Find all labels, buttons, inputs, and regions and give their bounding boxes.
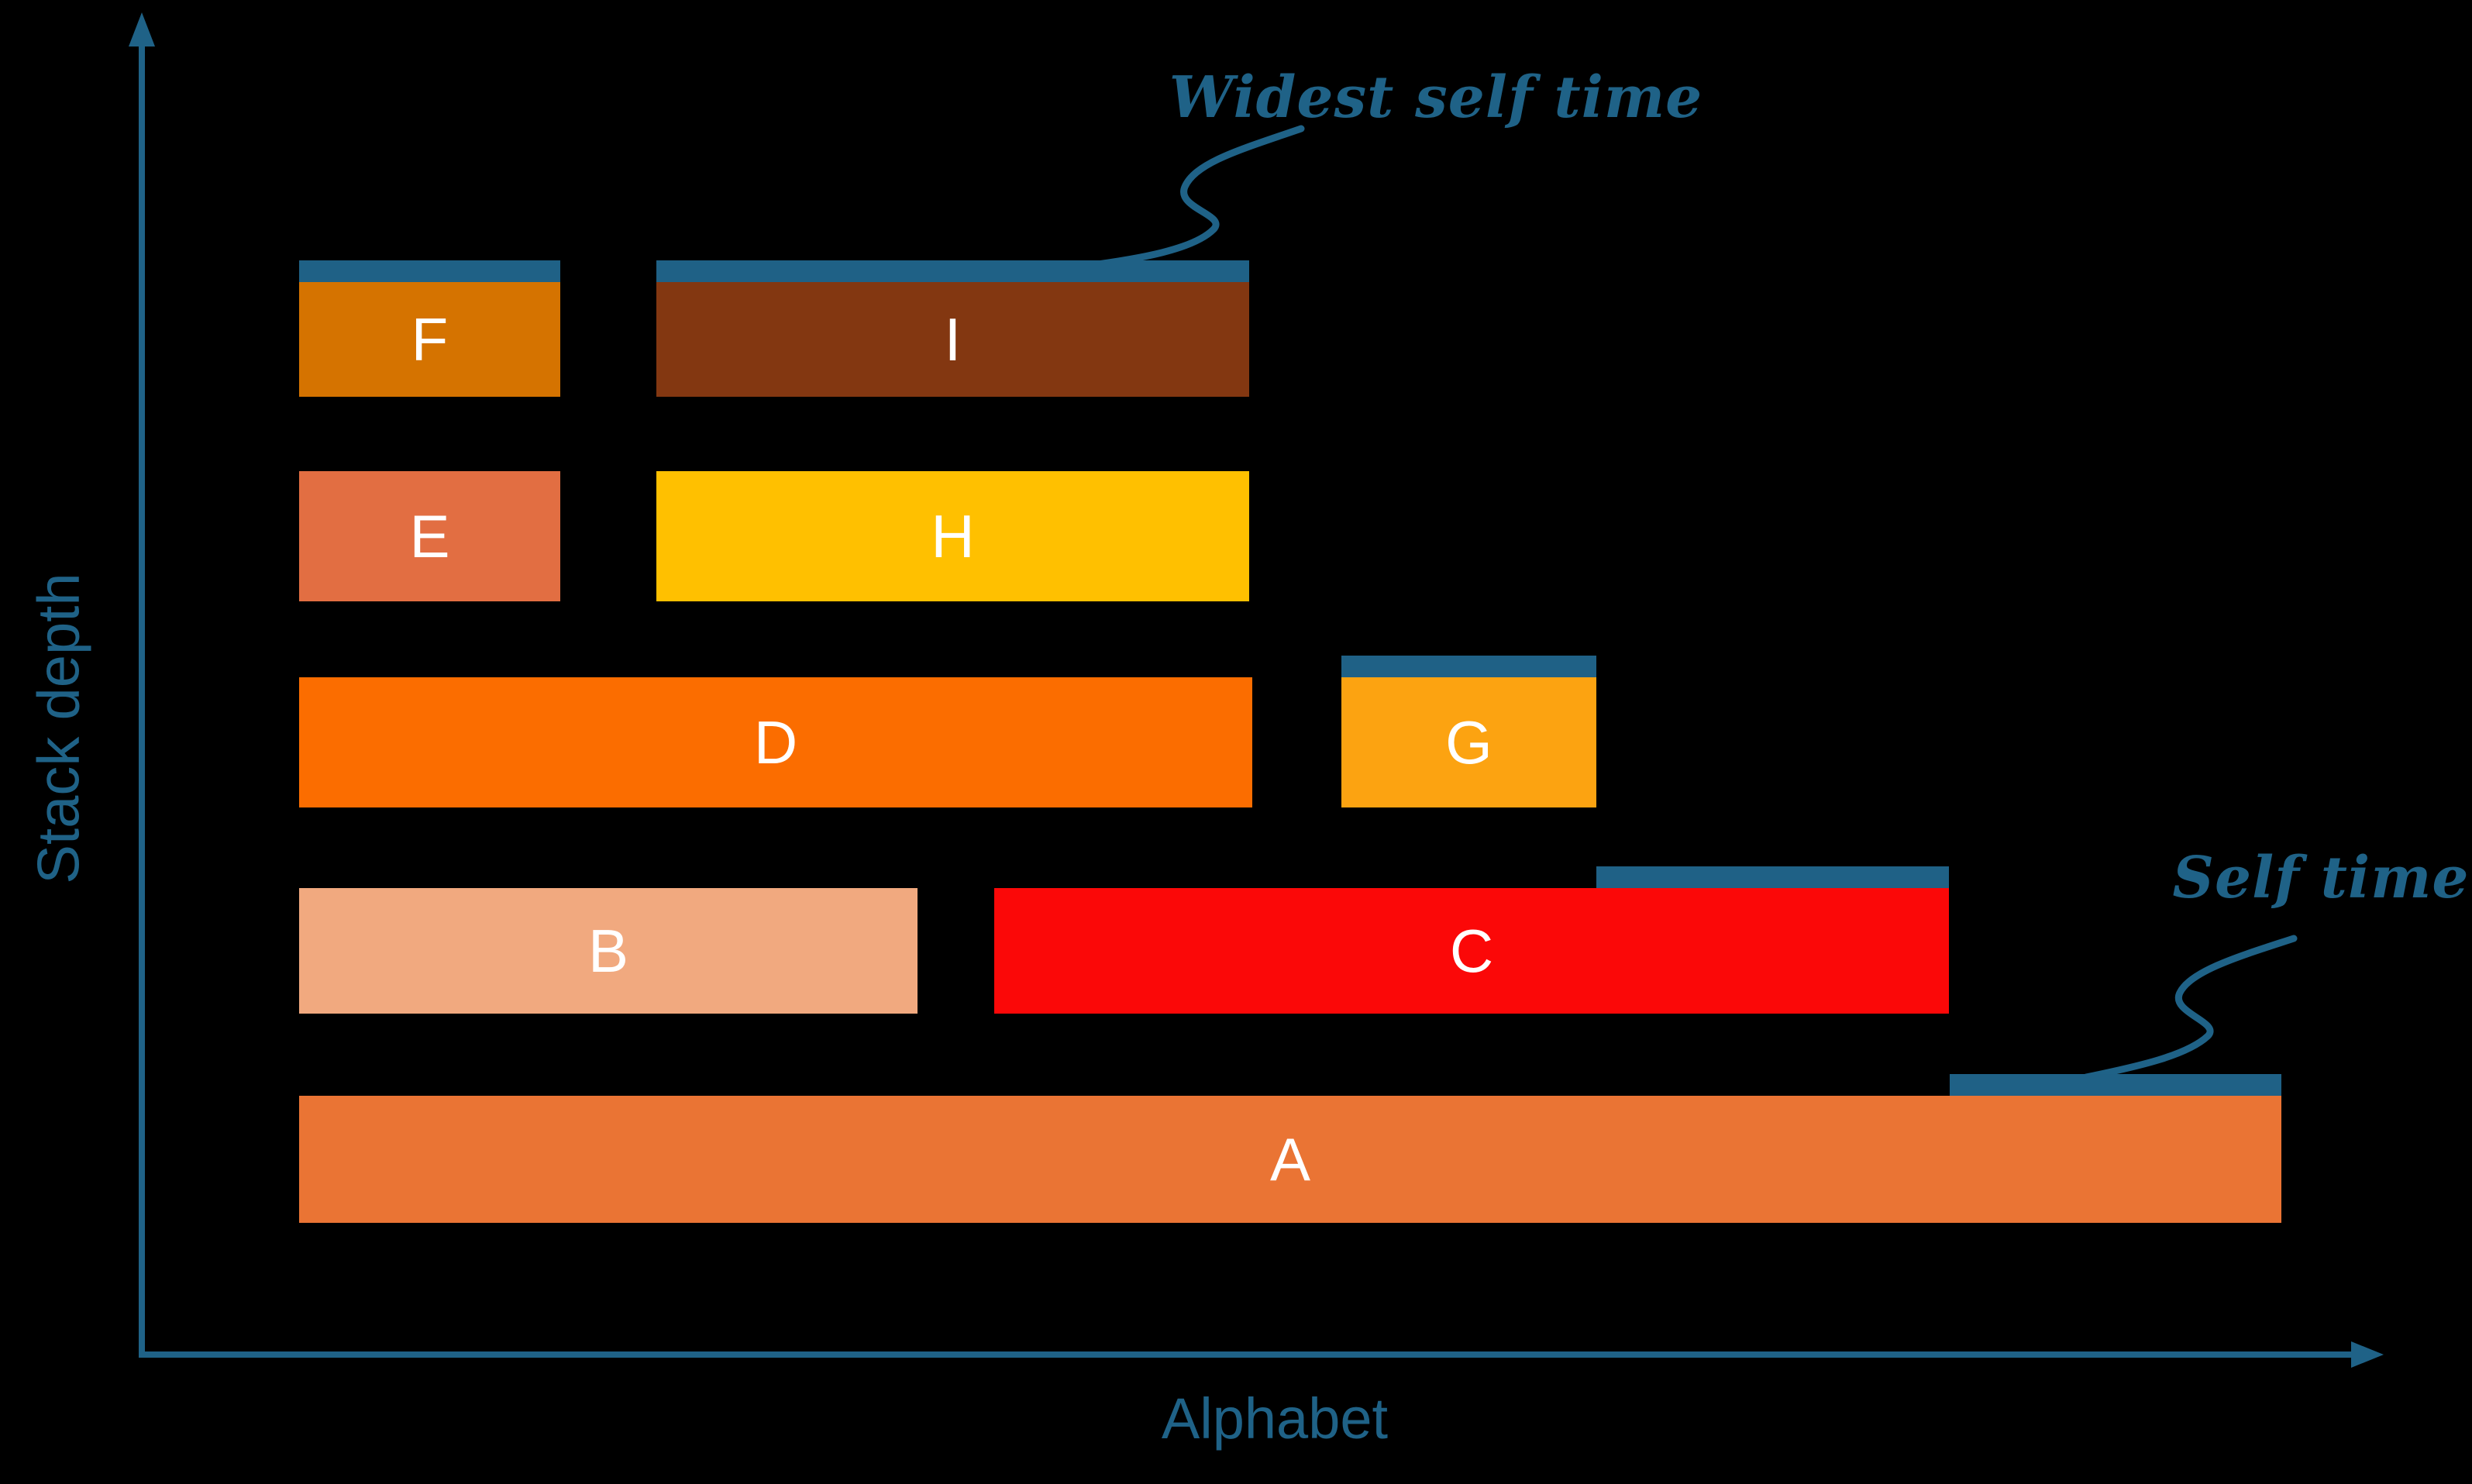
bar-I: I <box>656 282 1249 397</box>
bar-label-I: I <box>944 305 962 374</box>
bar-label-A: A <box>1269 1125 1311 1193</box>
y-axis-label: Stack depth <box>26 573 92 884</box>
bar-label-G: G <box>1445 708 1492 776</box>
widest-self-time-annotation: Widest self time <box>1169 64 1703 131</box>
bar-E: E <box>299 471 560 601</box>
self-time-connector <box>2082 935 2298 1081</box>
self-time-strip-G <box>1341 656 1596 677</box>
bar-label-D: D <box>753 708 798 776</box>
bar-label-E: E <box>409 502 450 570</box>
bar-B: B <box>299 888 918 1014</box>
bar-F: F <box>299 282 560 397</box>
x-axis-arrowhead-icon <box>2351 1341 2384 1368</box>
widest-self-time-connector <box>1083 125 1305 270</box>
bar-label-H: H <box>931 502 975 570</box>
self-time-strip-F <box>299 260 560 282</box>
bar-label-C: C <box>1449 917 1494 985</box>
self-time-strip-C <box>1596 866 1949 888</box>
bar-C: C <box>994 888 1949 1014</box>
bar-label-B: B <box>587 917 629 985</box>
bar-D: D <box>299 677 1252 807</box>
self-time-strip-I <box>656 260 1249 282</box>
bar-G: G <box>1341 677 1596 807</box>
self-time-annotation: Self time <box>2172 845 2470 911</box>
bar-A: A <box>299 1096 2281 1223</box>
bar-H: H <box>656 471 1249 601</box>
self-time-strip-A <box>1950 1074 2281 1096</box>
x-axis-label: Alphabet <box>1161 1386 1389 1451</box>
bar-label-F: F <box>411 305 449 374</box>
y-axis-arrowhead-icon <box>129 12 155 46</box>
